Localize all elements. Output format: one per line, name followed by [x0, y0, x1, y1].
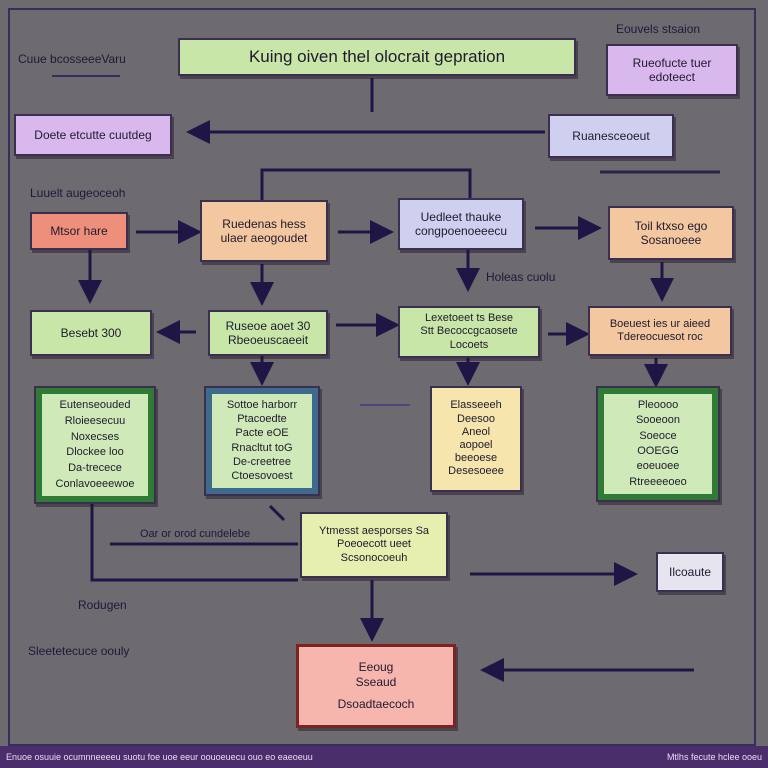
box-r2-a: Mtsor hare — [30, 212, 128, 250]
top-right-label: Eouvels stsaion — [616, 22, 701, 36]
top-left-label: Cuue bcosseeeVaru — [18, 52, 126, 66]
small-diag — [268, 504, 286, 522]
footer-bar: Enuoe osuuie ocumnneeeeu suotu foe uoe e… — [0, 746, 768, 768]
mid-label-2: Oar or orod cundelebe — [140, 528, 251, 540]
mid-label-1: Holeas cuolu — [486, 270, 556, 284]
box-right-small: Ilcoaute — [656, 552, 724, 592]
line-left-bottom — [90, 500, 298, 582]
footer-left-text: Enuoe osuuie ocumnneeeeu suotu foe uoe e… — [6, 752, 313, 762]
box-row1-right: Ruanesceoeut — [548, 114, 674, 158]
left-label-2: Rodugen — [78, 598, 127, 612]
left-label-1: Luuelt augeoceoh — [30, 186, 126, 200]
box-r3-a: Besebt 300 — [30, 310, 152, 356]
box-row1-left: Doete etcutte cuutdeg — [14, 114, 172, 156]
diagram-title: Kuing oiven thel olocrait gepration — [178, 38, 576, 76]
footer-right-text: Mtlhs fecute hclee ooeu — [666, 752, 762, 762]
left-label-3: Sleetetecuce oouly — [28, 644, 130, 658]
bracket-top — [260, 168, 472, 200]
diagram-frame — [8, 8, 756, 746]
